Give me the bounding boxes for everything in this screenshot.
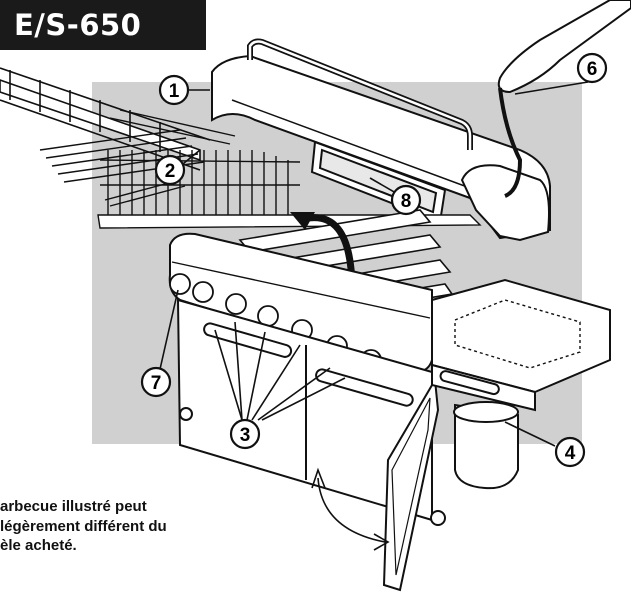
callout-markers: 1 2 3 4 6 7 8: [140, 52, 608, 468]
grill-lid: [211, 38, 551, 242]
caption-line-1: arbecue illustré peut: [0, 498, 147, 515]
model-title: E/S-650: [0, 0, 206, 50]
disclaimer-caption: arbecue illustré peut légèrement différe…: [0, 497, 260, 556]
svg-text:6: 6: [587, 59, 598, 80]
svg-text:7: 7: [151, 373, 162, 394]
caption-line-3: èle acheté.: [0, 537, 77, 554]
side-burner-shelf: [431, 278, 611, 412]
cabinet-door-open: [382, 376, 440, 592]
callout-8: 8: [390, 184, 422, 216]
callout-3: 3: [229, 418, 261, 450]
callout-7: 7: [140, 366, 172, 398]
svg-text:3: 3: [240, 425, 251, 446]
knob-2[interactable]: [192, 281, 214, 303]
hand-wire: [497, 0, 631, 198]
door-swing-arrow: [317, 477, 386, 543]
callout-1: 1: [158, 74, 190, 106]
cabinet: [176, 298, 446, 526]
knob-1[interactable]: [169, 273, 191, 295]
svg-text:8: 8: [401, 191, 412, 212]
caption-line-2: légèrement différent du: [0, 517, 167, 535]
callout-4: 4: [554, 436, 586, 468]
door-swing-head-2: [373, 533, 390, 551]
propane-tank: [453, 401, 519, 490]
callout-6: 6: [576, 52, 608, 84]
door-swing-head-1: [311, 467, 326, 489]
svg-text:1: 1: [169, 81, 180, 102]
callout-2: 2: [154, 154, 186, 186]
svg-text:4: 4: [565, 443, 576, 464]
knob-3[interactable]: [225, 293, 247, 315]
svg-text:2: 2: [165, 161, 176, 182]
rotate-arrow-head: [290, 212, 315, 230]
